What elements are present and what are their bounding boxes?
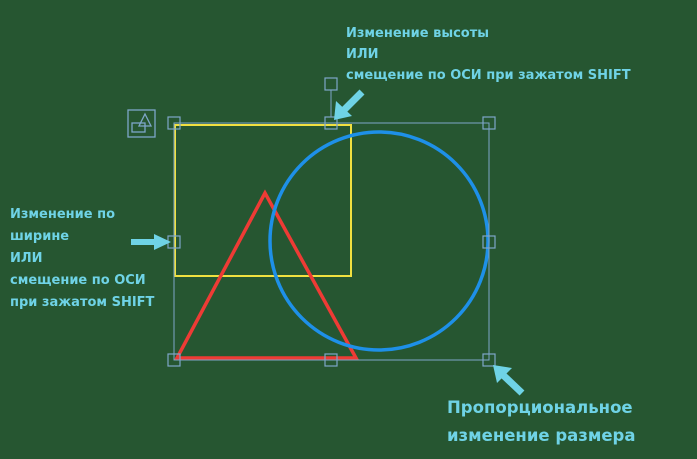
resize-handle-right[interactable] [482, 235, 496, 249]
label-height-change: Изменение высоты ИЛИ смещение по ОСИ при… [346, 23, 631, 86]
label-proportional-resize: Пропорциональное изменение размера [447, 394, 635, 450]
group-shapes-icon[interactable] [127, 109, 156, 138]
label-line: при зажатом SHIFT [10, 295, 155, 310]
selection-bounding-box [173, 122, 490, 361]
label-line: Изменение высоты [346, 26, 490, 41]
resize-handle-bottom-right[interactable] [482, 353, 496, 367]
label-line: ИЛИ [10, 251, 43, 266]
arrow-left-icon [131, 234, 171, 250]
resize-handle-top-left[interactable] [167, 116, 181, 130]
label-line: смещение по ОСИ [10, 273, 146, 288]
label-line: смещение по ОСИ при зажатом SHIFT [346, 68, 631, 83]
resize-handle-bottom[interactable] [324, 353, 338, 367]
yellow-rectangle[interactable] [174, 124, 352, 277]
resize-handle-top[interactable] [324, 116, 338, 130]
resize-handle-bottom-left[interactable] [167, 353, 181, 367]
label-width-change: Изменение по ширине ИЛИ смещение по ОСИ … [10, 204, 154, 314]
rotation-handle[interactable] [324, 77, 338, 91]
blue-circle[interactable] [268, 130, 490, 352]
label-line: изменение размера [447, 426, 636, 445]
resize-handle-top-right[interactable] [482, 116, 496, 130]
label-line: Пропорциональное [447, 398, 633, 417]
arrow-top-icon [334, 89, 365, 120]
red-triangle[interactable] [174, 189, 359, 360]
label-line: ширине [10, 229, 70, 244]
label-line: ИЛИ [346, 47, 379, 62]
arrow-bottom-right-icon [493, 365, 525, 396]
label-line: Изменение по [10, 207, 116, 222]
